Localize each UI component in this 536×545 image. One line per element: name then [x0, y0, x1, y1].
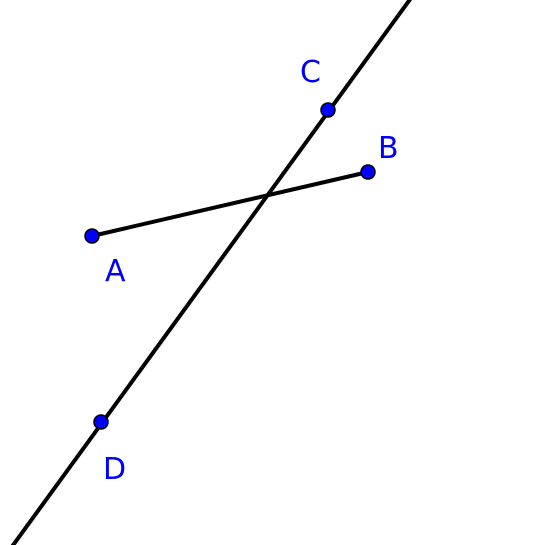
point-b[interactable] — [360, 164, 376, 180]
label-a: A — [105, 254, 126, 289]
label-b: B — [378, 131, 399, 166]
label-d: D — [103, 452, 126, 487]
point-a[interactable] — [84, 228, 100, 244]
point-d[interactable] — [93, 414, 109, 430]
segment-ab[interactable] — [90, 170, 370, 238]
label-c: C — [300, 55, 321, 90]
line-cd[interactable] — [10, 0, 413, 545]
point-c[interactable] — [320, 102, 336, 118]
